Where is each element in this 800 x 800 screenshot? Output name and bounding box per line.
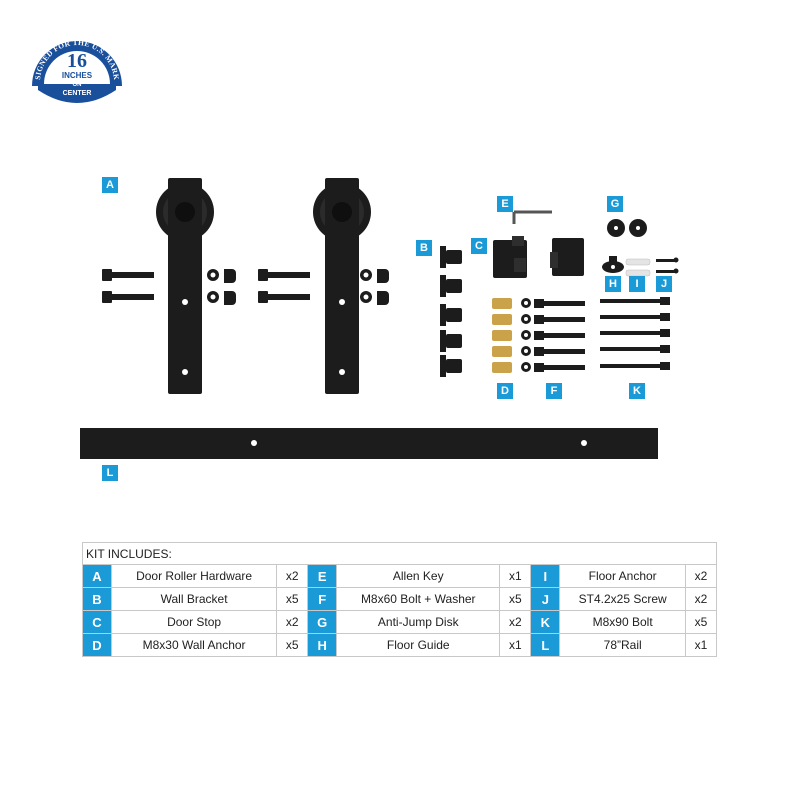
badge-number: 16 [67,50,87,72]
item-name: M8x90 Bolt [559,610,686,634]
door-roller-hardware-2 [313,178,371,394]
item-qty: x5 [276,587,309,611]
allen-key [512,210,552,224]
door-stops [493,236,584,278]
label-b: B [416,240,432,256]
item-name: M8x60 Bolt + Washer [336,587,501,611]
item-name: Door Roller Hardware [110,564,278,588]
item-letter: E [307,564,338,588]
item-name: Wall Bracket [110,587,278,611]
door-roller-hardware-1 [156,178,214,394]
label-d: D [497,383,513,399]
label-a: A [102,177,118,193]
item-letter: J [530,587,561,611]
roller-bolts-left [102,269,154,303]
item-letter: G [307,610,338,634]
table-header: KIT INCLUDES: [82,542,717,565]
item-letter: H [307,633,338,657]
table-row: C Door Stop x2 G Anti-Jump Disk x2 K M8x… [82,610,717,634]
item-qty: x5 [499,587,532,611]
label-h: H [605,276,621,292]
item-name: ST4.2x25 Screw [559,587,686,611]
roller-nuts-left [207,269,236,305]
item-qty: x1 [499,564,532,588]
hardware-illustration [80,178,679,459]
item-name: Door Stop [110,610,278,634]
item-qty: x2 [276,564,309,588]
st4-screws [656,257,679,274]
item-letter: F [307,587,338,611]
label-f: F [546,383,562,399]
item-qty: x1 [685,633,717,657]
item-name: 78”Rail [559,633,686,657]
label-k: K [629,383,645,399]
label-i: I [629,276,645,292]
badge-line3: CENTER [63,90,92,97]
label-l: L [102,465,118,481]
roller-bolts-right [258,269,310,303]
label-c: C [471,238,487,254]
m8x90-bolts [600,297,670,370]
rail [80,428,658,459]
item-qty: x1 [499,633,532,657]
item-letter: C [82,610,112,634]
label-e: E [497,196,513,212]
wall-anchors [492,298,512,373]
anti-jump-disks [607,219,647,237]
m8x60-bolts-washers [521,298,585,372]
item-qty: x2 [499,610,532,634]
item-qty: x5 [685,610,717,634]
item-letter: K [530,610,561,634]
badge-line1: INCHES [62,71,93,80]
item-name: M8x30 Wall Anchor [110,633,278,657]
item-qty: x2 [685,564,717,588]
item-letter: B [82,587,112,611]
item-qty: x5 [276,633,309,657]
wall-brackets [440,246,462,377]
item-name: Floor Anchor [559,564,686,588]
item-letter: A [82,564,112,588]
floor-anchors [625,258,651,277]
badge-line2: ON [73,82,82,88]
item-name: Allen Key [336,564,501,588]
label-j: J [656,276,672,292]
item-name: Floor Guide [336,633,501,657]
item-letter: D [82,633,112,657]
table-row: A Door Roller Hardware x2 E Allen Key x1… [82,564,717,588]
kit-includes-table: KIT INCLUDES: A Door Roller Hardware x2 … [82,542,717,657]
us-market-badge: DESIGNED FOR THE U.S. MARKET 16 INCHES O… [25,21,126,112]
label-g: G [607,196,623,212]
item-qty: x2 [685,587,717,611]
floor-guide [602,256,624,273]
table-header-row: KIT INCLUDES: [82,542,717,565]
roller-nuts-right [360,269,389,305]
item-letter: I [530,564,561,588]
table-row: D M8x30 Wall Anchor x5 H Floor Guide x1 … [82,633,717,657]
item-letter: L [530,633,561,657]
table-row: B Wall Bracket x5 F M8x60 Bolt + Washer … [82,587,717,611]
item-name: Anti-Jump Disk [336,610,501,634]
item-qty: x2 [276,610,309,634]
badge-graphic: DESIGNED FOR THE U.S. MARKET 16 INCHES O… [25,21,122,103]
